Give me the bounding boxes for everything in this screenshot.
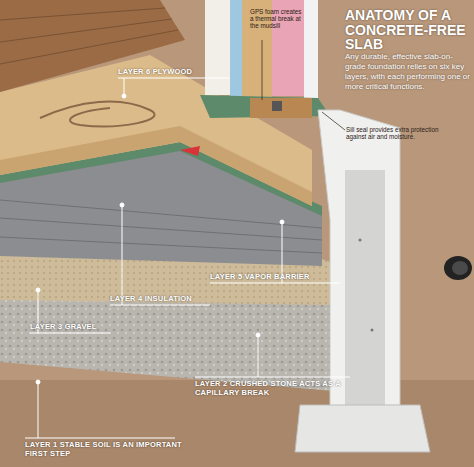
floor-boards — [0, 8, 178, 64]
footing — [295, 405, 430, 452]
sheathing — [304, 0, 318, 110]
title: ANATOMY OF A CONCRETE-FREE SLAB — [345, 8, 470, 52]
anchor-bolt — [272, 101, 282, 111]
gps-foam — [230, 0, 242, 100]
note-label: GPS foam creates a thermal break at the … — [250, 8, 302, 30]
layer-label: LAYER 5 VAPOR BARRIER — [210, 273, 360, 282]
drywall — [205, 0, 230, 95]
soil-deep — [0, 380, 474, 467]
rebar — [359, 239, 362, 242]
layer-label: LAYER 6 PLYWOOD — [118, 68, 258, 77]
note-label: Sill seal provides extra protection agai… — [346, 126, 446, 140]
tape — [180, 146, 200, 156]
sill-seal — [200, 95, 330, 118]
rebar — [371, 329, 374, 332]
note-leaders — [262, 40, 345, 130]
layer-label: LAYER 4 INSULATION — [110, 295, 230, 304]
layer-label: LAYER 3 GRAVEL — [30, 323, 140, 332]
eps-form — [318, 110, 400, 445]
frost-wall — [345, 170, 385, 420]
caption: Any durable, effective slab-on-grade fou… — [345, 52, 470, 92]
mudsill — [250, 98, 312, 118]
layer-label: LAYER 1 STABLE SOIL IS AN IMPORTANT FIRS… — [25, 441, 195, 458]
layer-label: LAYER 2 CRUSHED STONE ACTS AS A CAPILLAR… — [195, 380, 355, 397]
drain-pipe-hole — [452, 261, 468, 275]
insulation-sheets — [0, 200, 322, 253]
plywood-edge — [0, 126, 312, 206]
radiant-tubing — [40, 102, 155, 127]
drain-pipe — [444, 256, 472, 280]
